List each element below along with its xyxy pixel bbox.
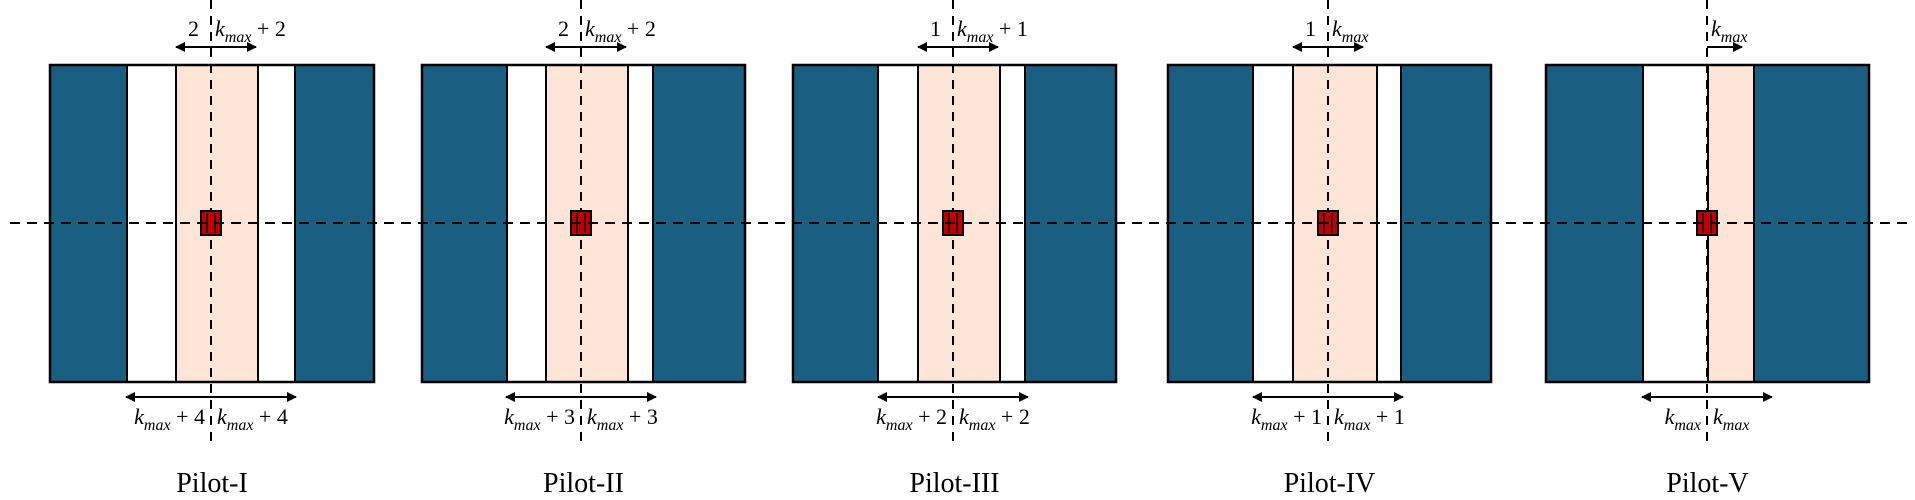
- bottom-left-spacing-label: kmax + 2: [876, 404, 947, 434]
- bottom-right-spacing-label: kmax + 1: [1334, 404, 1405, 434]
- top-right-spacing-label: kmax + 2: [215, 16, 286, 46]
- top-right-spacing-label: kmax: [1332, 16, 1368, 46]
- pilot-panel-title: Pilot-II: [543, 468, 624, 499]
- pilot-panel: [1166, 0, 1493, 445]
- bottom-right-spacing-label: kmax + 4: [217, 404, 288, 434]
- bottom-right-spacing-label: kmax + 2: [959, 404, 1030, 434]
- top-left-spacing-label: 2: [188, 16, 199, 41]
- bottom-right-spacing-label: kmax + 3: [587, 404, 658, 434]
- bottom-right-spacing-label: kmax: [1713, 404, 1749, 434]
- bottom-left-spacing-label: kmax + 4: [134, 404, 205, 434]
- pilot-panel-title: Pilot-IV: [1284, 468, 1376, 499]
- labels-layer: 2 kmax + 2 kmax + 4 kmax + 4 Pilot-I 2 kmax + …: [134, 16, 1749, 499]
- top-left-spacing-label: 2: [558, 16, 569, 41]
- pilot-panel-title: Pilot-V: [1666, 468, 1748, 499]
- pilot-panel-title: Pilot-I: [176, 468, 248, 499]
- top-left-spacing-label: 1: [930, 16, 941, 41]
- bottom-left-spacing-label: kmax + 3: [504, 404, 575, 434]
- top-right-spacing-label: kmax: [1711, 16, 1747, 46]
- pilot-panel-title: Pilot-III: [909, 468, 999, 499]
- top-right-spacing-label: kmax + 1: [957, 16, 1028, 46]
- bottom-left-spacing-label: kmax + 1: [1251, 404, 1322, 434]
- bottom-left-spacing-label: kmax: [1665, 404, 1701, 434]
- top-left-spacing-label: 1: [1305, 16, 1316, 41]
- top-right-spacing-label: kmax + 2: [585, 16, 656, 46]
